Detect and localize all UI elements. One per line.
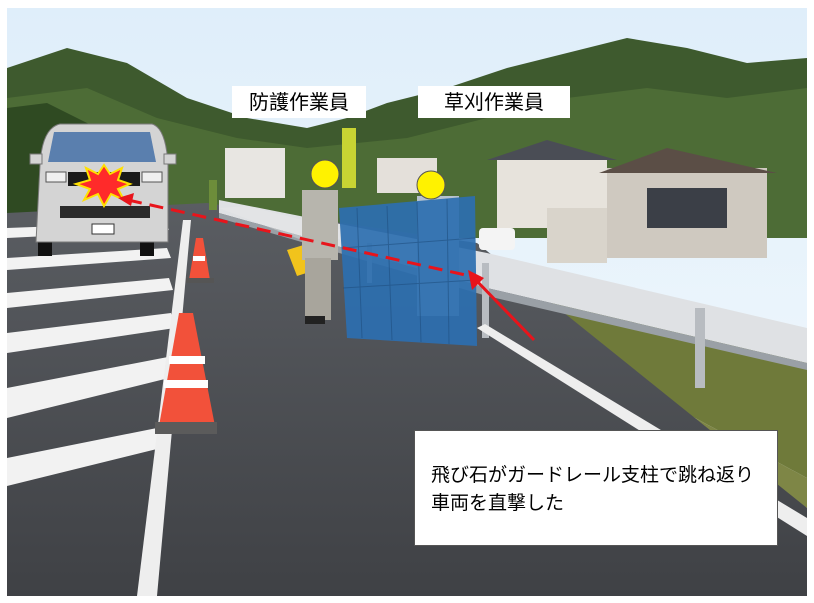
incident-callout: 飛び石がガードレール支柱で跳ね返り車両を直撃した	[414, 430, 778, 546]
trajectory-arrow-icon	[118, 193, 536, 342]
worker-marker-icon	[416, 170, 446, 200]
mower-worker-label: 草刈作業員	[418, 86, 570, 118]
impact-burst-icon	[72, 163, 133, 209]
guard-worker-label: 防護作業員	[232, 86, 366, 118]
incident-callout-text: 飛び石がガードレール支柱で跳ね返り車両を直撃した	[431, 464, 755, 514]
worker-marker-icon	[310, 159, 340, 189]
